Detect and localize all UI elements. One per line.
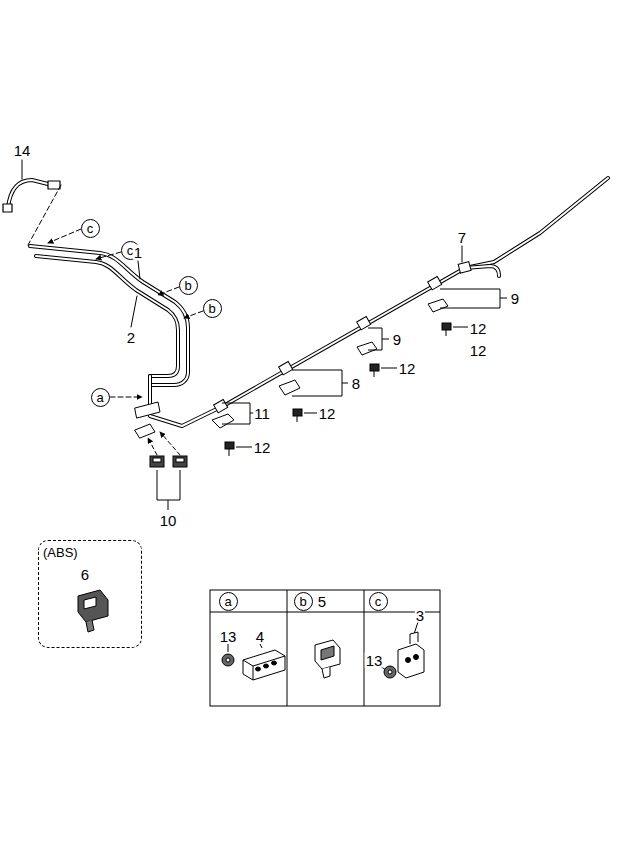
- reference-letter: c: [87, 222, 94, 235]
- callout-number: 6: [43, 566, 127, 583]
- callout-number: 9: [510, 291, 520, 306]
- callout-number: 12: [469, 321, 488, 336]
- callout-number: 11: [253, 406, 271, 421]
- callout-number: 9: [392, 332, 402, 347]
- reference-letter: b: [208, 302, 215, 315]
- reference-circle: b: [179, 276, 198, 295]
- reference-letter: a: [224, 595, 231, 608]
- callout-number: 10: [159, 513, 178, 528]
- reference-letter: b: [299, 595, 306, 608]
- callout-number: 2: [126, 330, 136, 345]
- callout-number: 4: [255, 629, 265, 644]
- callout-number: 8: [351, 376, 361, 391]
- option-title: (ABS): [43, 545, 137, 560]
- callout-number: 7: [457, 230, 467, 245]
- reference-circle: c: [81, 219, 100, 238]
- reference-circle: a: [91, 388, 110, 407]
- callout-number: 3: [415, 608, 425, 623]
- callout-number: 12: [318, 406, 337, 421]
- option-box: (ABS) 6: [38, 540, 142, 648]
- callout-number: 12: [253, 440, 272, 455]
- reference-circle: b: [294, 592, 313, 611]
- callout-number: 13: [365, 653, 384, 668]
- callout-number: 12: [469, 343, 488, 358]
- reference-circle: b: [203, 299, 222, 318]
- callout-number: 14: [13, 143, 32, 158]
- callout-number: 5: [317, 594, 327, 609]
- reference-letter: c: [375, 595, 382, 608]
- reference-circle: a: [219, 592, 238, 611]
- reference-letter: b: [184, 279, 191, 292]
- reference-letter: a: [96, 391, 103, 404]
- callout-number: 1: [133, 245, 143, 260]
- reference-circle: c: [369, 592, 388, 611]
- callout-number: 12: [398, 361, 417, 376]
- callout-number: 13: [219, 629, 238, 644]
